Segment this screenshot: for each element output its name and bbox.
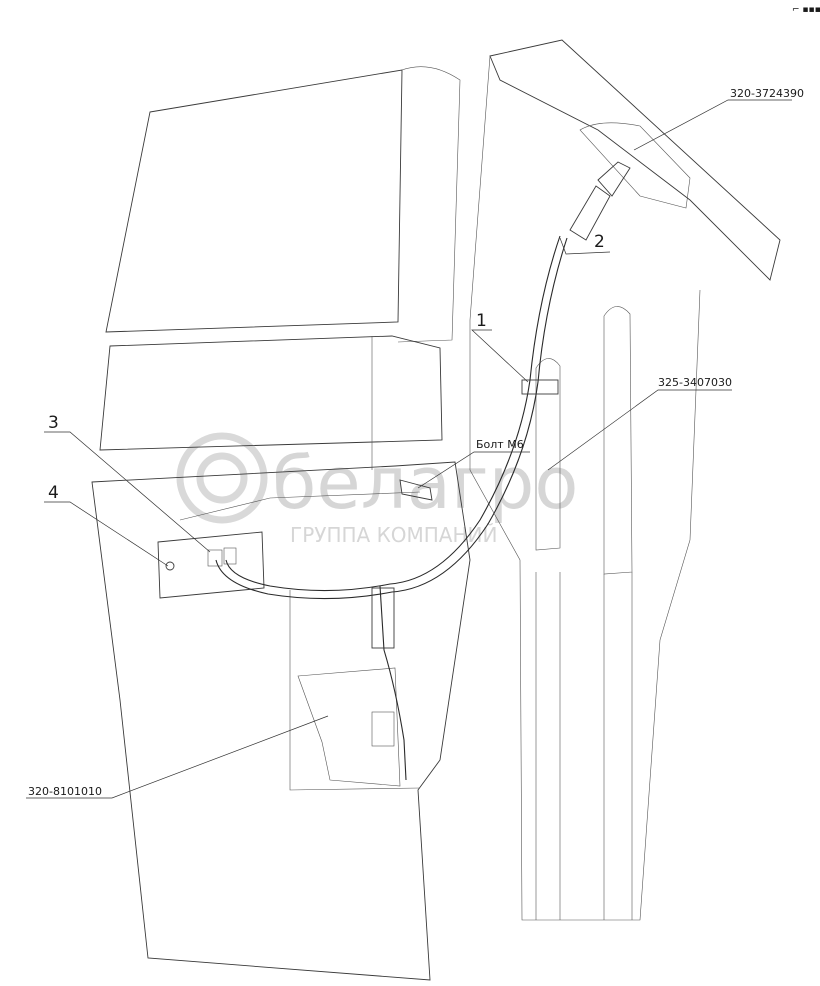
connector-a: [207, 549, 223, 567]
lamp-plug: [569, 185, 611, 241]
leader-bolt: [417, 451, 530, 489]
cable-main-outer: [215, 237, 568, 600]
lower-panel: [91, 461, 471, 981]
corner-mark: ⌐ ▪▪▪: [792, 5, 820, 15]
cab-structure: [91, 66, 471, 981]
leader-4: [44, 501, 169, 567]
cable-branch: [379, 585, 407, 781]
callout-1: 1: [476, 311, 487, 331]
callout-3: 3: [48, 413, 59, 433]
leader-2: [559, 237, 611, 255]
leader-lamp: [633, 99, 792, 151]
column-top: [489, 39, 781, 281]
lamp-housing: [579, 122, 691, 209]
label-bolt: Болт М6: [476, 438, 524, 451]
heater-box-outline: [289, 590, 421, 791]
rail-right-upper: [603, 306, 633, 575]
watermark-logo-ring: [176, 432, 268, 524]
label-heater: 320-8101010: [28, 785, 102, 798]
connector-b: [223, 547, 237, 565]
cable-clamp-1: [521, 379, 559, 395]
callout-4: 4: [48, 483, 59, 503]
upper-panel: [105, 69, 403, 333]
cable-harness: [215, 161, 631, 781]
leader-switch: [547, 389, 732, 471]
lower-panel-edge: [179, 491, 421, 521]
inline-connector: [371, 587, 395, 649]
callout-2: 2: [594, 232, 605, 252]
mount-plate: [157, 531, 265, 599]
upper-pillar: [397, 66, 461, 343]
rear-column: [469, 39, 781, 921]
watermark: белагро ГРУППА КОМПАНИЙ: [176, 432, 578, 547]
lamp-socket: [597, 161, 631, 197]
leader-3: [44, 431, 211, 553]
column-body: [469, 55, 701, 921]
heater-vent: [371, 711, 395, 747]
leader-lines: [26, 99, 792, 799]
cable-main: [225, 235, 561, 592]
heater-unit: [297, 667, 401, 787]
label-lamp: 320-3724390: [730, 87, 804, 100]
leader-1: [471, 329, 529, 383]
label-switch: 325-3407030: [658, 376, 732, 389]
rail-left-lower: [535, 572, 561, 920]
screw-4: [165, 561, 175, 571]
watermark-logo-core: [196, 452, 248, 504]
bolt-m6: [399, 479, 433, 501]
rail-right-lower: [603, 572, 633, 920]
leader-heater: [26, 715, 329, 799]
middle-panel: [99, 335, 443, 451]
